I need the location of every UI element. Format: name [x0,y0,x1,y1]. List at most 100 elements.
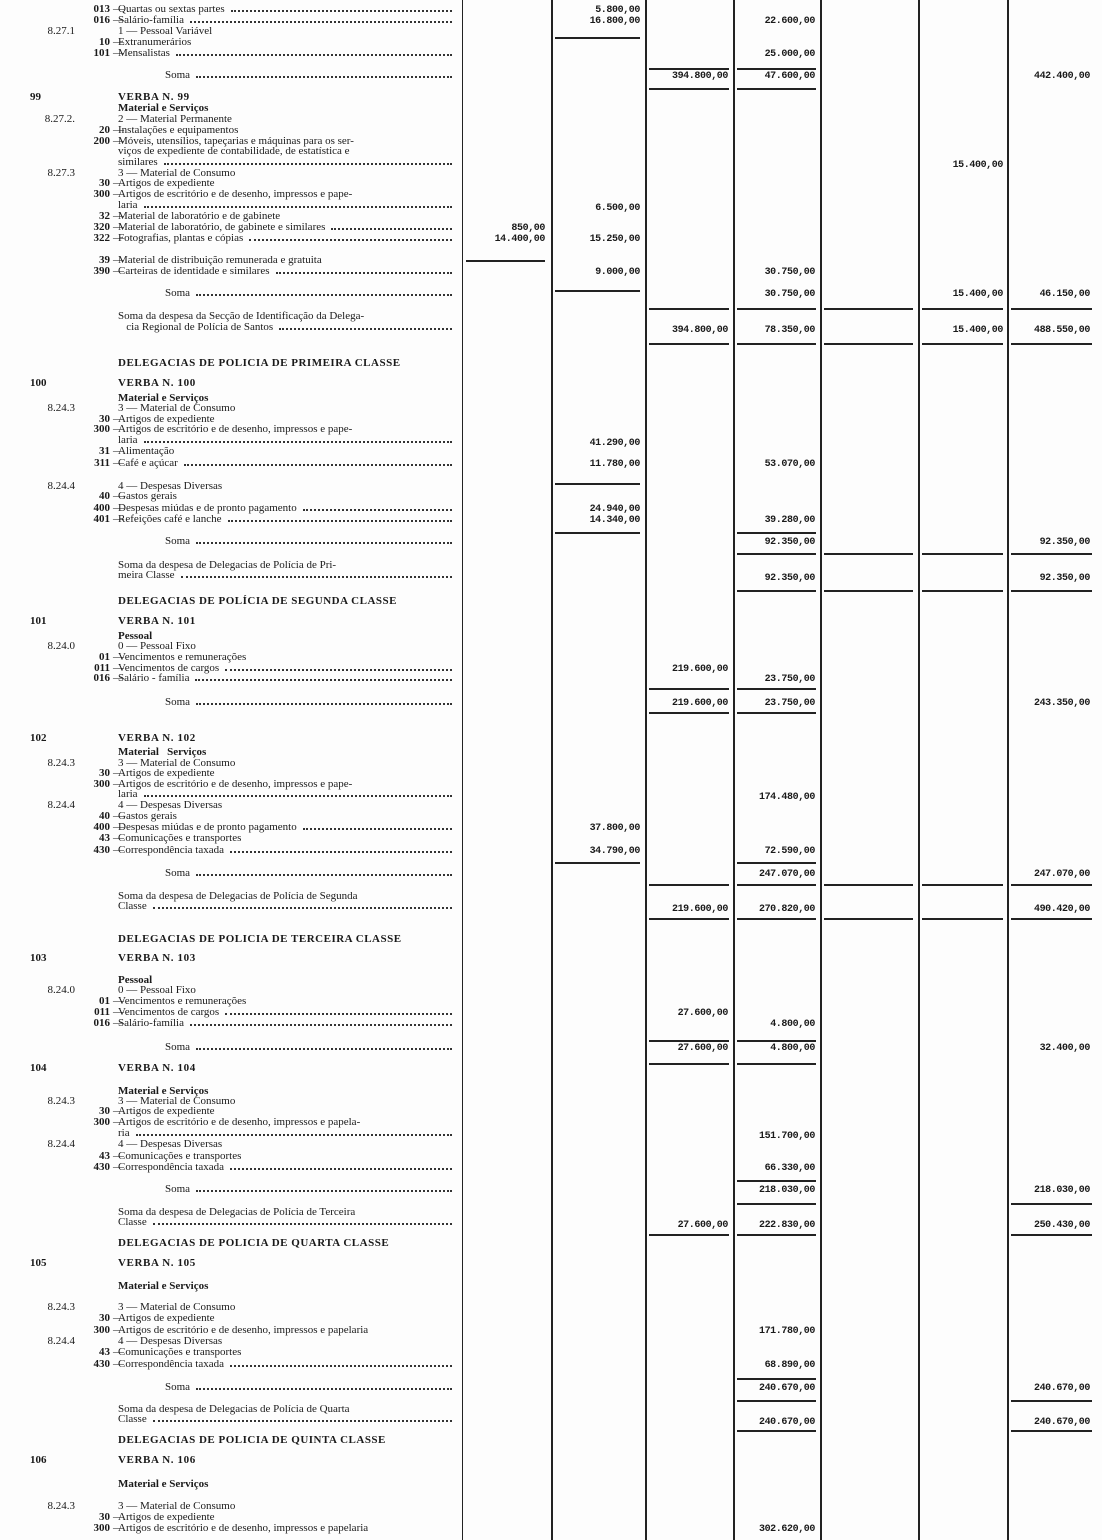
row-verba: 103 VERBA N. 103 [0,953,460,964]
row-line: 430Correspondência taxada [0,1162,460,1173]
row-label: Material de laboratório, de gabinete e s… [118,221,326,233]
row-text: VERBA N. 105 [118,1258,452,1269]
verba-number: 104 [30,1062,47,1074]
row-line: 400Despesas miúdas e de pronto pagamento [0,822,460,833]
amount-column-f: 15.400,00 [952,289,1004,300]
item-code: 101 [94,48,124,60]
amount-column-d: 240.670,00 [758,1417,815,1428]
row-label: Mensalistas [118,47,170,59]
row-text: Soma da despesa de Delegacias de Polícia… [118,560,452,571]
dot-leader [196,1189,452,1192]
sum-rule [1011,1400,1092,1402]
amount-column-d: 171.780,00 [758,1326,815,1337]
row-group: Material e Serviços [0,1281,460,1292]
verba-number: 103 [30,952,47,964]
sum-rule [1011,1203,1092,1205]
row-label: Fotografias, plantas e cópias [118,232,244,244]
amount-column-g: 240.670,00 [1033,1383,1090,1394]
row-line: 10Extranumerários [0,37,460,49]
row-text: VERBA N. 102 [118,733,452,744]
amount-column-d: 4.800,00 [770,1019,815,1030]
row-label: Artigos de expediente [118,413,215,425]
row-label: 3 — Material de Consumo [118,1301,236,1313]
item-code: 401 [94,514,124,526]
row-text: ria [118,1128,452,1139]
row-line: 30Artigos de expediente [0,1512,460,1524]
row-cont: laria [0,435,460,446]
amount-column-g: 488.550,00 [1033,325,1090,336]
row-text: Artigos de expediente [118,1106,452,1117]
sum-rule [737,1040,816,1042]
sum-rule [737,1203,816,1205]
row-line: 20Instalações e equipamentos [0,125,460,137]
row-text: Despesas miúdas e de pronto pagamento [118,822,452,833]
row-text: 1 — Pessoal Variável [118,26,452,37]
row-label: 1 — Pessoal Variável [118,25,213,37]
item-code: 30 [99,768,124,780]
row-line: 311Café e açúcar [0,458,460,469]
sum-rule [737,88,816,90]
sum-rule [922,343,1003,345]
row-label: Material de laboratório e de gabinete [118,210,281,222]
row-group: Material e Serviços [0,1086,460,1097]
item-code: 30 [99,1313,124,1325]
row-label: Comunicações e transportes [118,1346,242,1358]
row-label: 3 — Material de Consumo [118,402,236,414]
item-code: 43 [99,1151,124,1163]
row-label: Material e Serviços [118,1478,209,1490]
item-code: 016 [94,1018,124,1030]
row-text: VERBA N. 101 [118,616,452,627]
amount-column-g: 490.420,00 [1033,904,1090,915]
row-label: 0 — Pessoal Fixo [118,640,196,652]
sum-rule [737,590,816,592]
row-text: Artigos de escritório e de desenho, impr… [118,1523,452,1534]
row-label: Gastos gerais [118,490,177,502]
item-code: 39 [99,255,124,267]
amount-column-c: 219.600,00 [671,698,728,709]
dot-leader [175,53,452,56]
row-total: Soma da despesa de Delegacias de Polícia… [0,1207,460,1218]
row-label: Correspondência taxada [118,1358,224,1370]
dot-leader [196,541,452,544]
sum-rule [824,343,913,345]
row-label: laria [118,788,138,800]
row-group: Material e Serviços [0,103,460,114]
row-text: Soma [165,70,452,81]
row-label: Material e Serviços [118,392,209,404]
amount-column-c: 27.600,00 [677,1220,729,1231]
row-text: Refeições café e lanche [118,514,452,525]
item-code: 430 [94,1162,124,1174]
row-line: 8.24.3 3 — Material de Consumo [0,403,460,414]
row-text: Fotografias, plantas e cópias [118,233,452,244]
item-code: 430 [94,845,124,857]
row-heading: DELEGACIAS DE POLICIA DE PRIMEIRA CLASSE [0,358,460,369]
amount-column-d: 222.830,00 [758,1220,815,1231]
row-text: Despesas miúdas e de pronto pagamento [118,503,452,514]
row-text: Correspondência taxada [118,845,452,856]
amount-column-b: 5.800,00 [595,5,640,16]
dot-leader [189,20,452,23]
row-text: 3 — Material de Consumo [118,1501,452,1512]
dot-leader [229,1167,452,1170]
row-text: Vencimentos e remunerações [118,652,452,663]
verba-number: 99 [30,91,41,103]
sum-rule [1011,918,1092,920]
row-group: Pessoal [0,975,460,986]
row-label: Vencimentos e remunerações [118,651,247,663]
item-code: 011 [94,1007,124,1019]
row-text: Soma [165,697,452,708]
row-group: Material Serviços [0,747,460,758]
classification-code: 8.24.3 [47,402,76,414]
dot-leader [302,827,452,830]
row-line: 43Comunicações e transportes [0,1151,460,1163]
row-line: 322Fotografias, plantas e cópias [0,233,460,244]
amount-column-d: 30.750,00 [764,289,816,300]
row-text: VERBA N. 100 [118,378,452,389]
item-code: 400 [94,822,124,834]
row-label: laria [118,199,138,211]
row-text: VERBA N. 103 [118,953,452,964]
row-line: 30Artigos de expediente [0,413,460,426]
